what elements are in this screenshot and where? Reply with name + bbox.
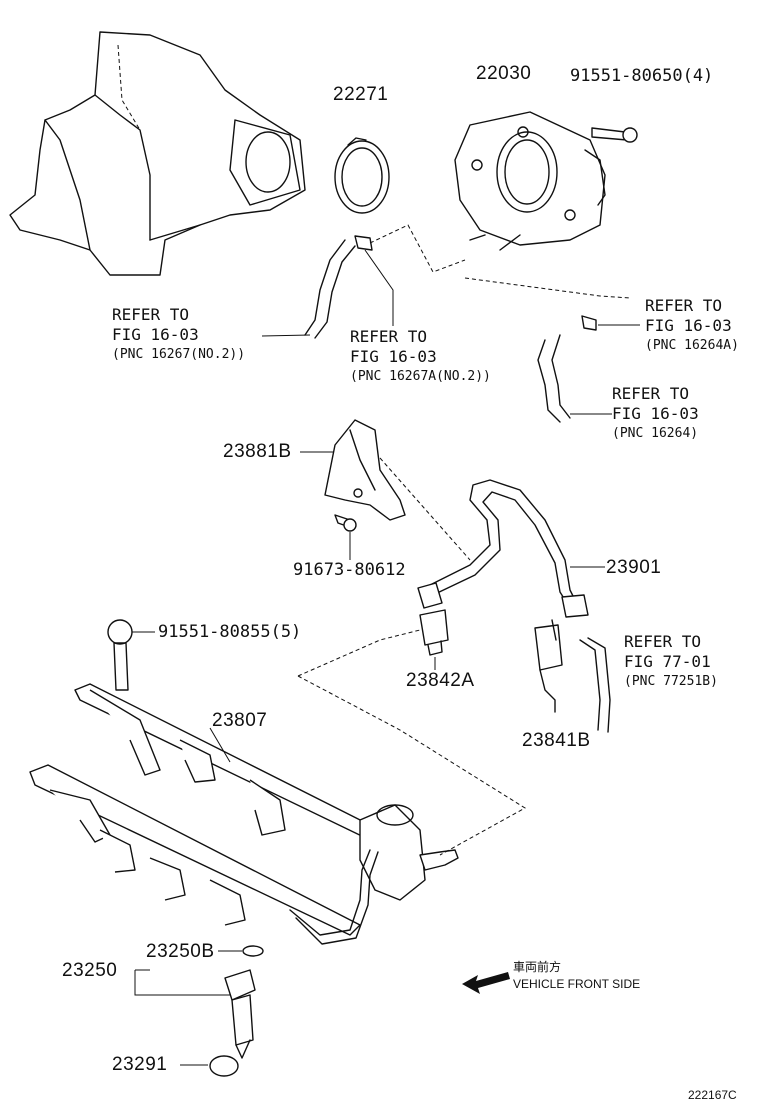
- fuel-hose-23901: [417, 479, 605, 618]
- part-number-23841b: 23841B: [522, 730, 591, 751]
- clamp-16267A: [354, 224, 466, 326]
- refer-fig-16-03-16264a: REFER TO FIG 16-03 (PNC 16264A): [645, 296, 739, 353]
- refer-fig-16-03-16267: REFER TO FIG 16-03 (PNC 16267(NO.2)): [112, 305, 246, 362]
- part-number-22030: 22030: [476, 63, 532, 84]
- part-number-23881b: 23881B: [223, 441, 292, 462]
- part-number-91673-80612: 91673-80612: [293, 560, 406, 580]
- connector-23841B: [534, 619, 611, 733]
- bolt-91551-80650: [591, 127, 638, 143]
- bolt-91551-80855: [107, 619, 155, 691]
- gasket-22271: [334, 137, 390, 214]
- bracket-23881B: [300, 419, 471, 561]
- injector-assembly-23250: [134, 945, 264, 1077]
- hose-16264: [537, 334, 612, 423]
- connector-23842A: [419, 609, 449, 670]
- refer-fig-77-01-77251b: REFER TO FIG 77-01 (PNC 77251B): [624, 632, 718, 689]
- vehicle-front-label: 車両前方 VEHICLE FRONT SIDE: [513, 960, 641, 991]
- diagram-code: 222167C: [688, 1088, 737, 1102]
- part-number-23842a: 23842A: [406, 670, 475, 691]
- hose-16267: [261, 239, 356, 339]
- part-number-23807: 23807: [212, 710, 268, 731]
- part-number-23250b: 23250B: [146, 941, 215, 962]
- throttle-body-22030: [454, 111, 606, 251]
- part-number-91551-80650: 91551-80650(4): [570, 66, 714, 86]
- refer-fig-16-03-16267a: REFER TO FIG 16-03 (PNC 16267A(NO.2)): [350, 327, 491, 384]
- bolt-91673-80612: [334, 514, 357, 560]
- part-number-23291: 23291: [112, 1054, 168, 1075]
- part-number-91551-80855: 91551-80855(5): [158, 622, 302, 642]
- vehicle-front-arrow-icon: [462, 972, 510, 994]
- delivery-pipe-lower: [29, 764, 379, 945]
- delivery-pipe-23807: [74, 629, 526, 901]
- clamp-16264A: [464, 277, 640, 331]
- refer-fig-16-03-16264: REFER TO FIG 16-03 (PNC 16264): [612, 384, 699, 441]
- part-number-23901: 23901: [606, 557, 662, 578]
- intake-manifold-drawing: [9, 31, 306, 276]
- part-number-22271: 22271: [333, 84, 389, 105]
- part-number-23250: 23250: [62, 960, 118, 981]
